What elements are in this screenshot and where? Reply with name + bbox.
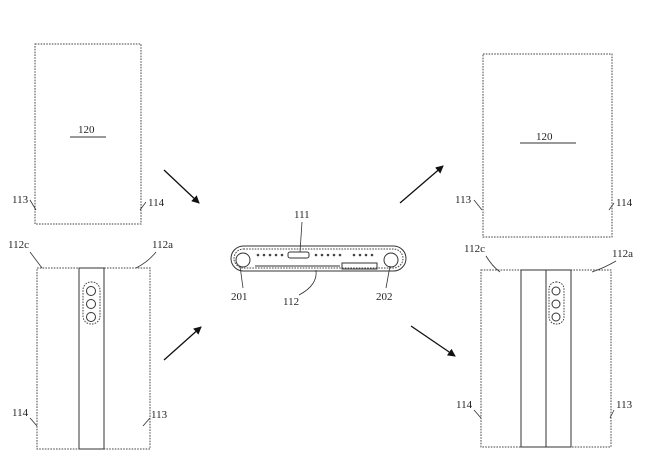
camera-lens-icon <box>86 286 96 296</box>
camera-module <box>82 281 101 325</box>
label-left-edge-right: 113 <box>455 194 472 206</box>
label-pivot-left: 201 <box>231 291 248 303</box>
right-screen-panel: 120 113 114 <box>455 53 633 238</box>
label-hinge: 111 <box>294 209 310 221</box>
label-housing-left: 112c <box>8 239 29 251</box>
arrow-up-right-icon <box>163 326 202 361</box>
arrow-down-right-icon <box>410 325 456 357</box>
label-left-back-edge-right: 114 <box>456 399 473 411</box>
label-left-back-edge: 114 <box>12 407 29 419</box>
label-left-edge: 113 <box>12 194 29 206</box>
left-back-strip <box>78 267 105 450</box>
camera-lens-icon <box>551 299 561 309</box>
left-screen-panel: 120 113 114 <box>12 43 165 225</box>
dot-row <box>256 253 374 257</box>
label-right-back-edge-right: 113 <box>616 399 633 411</box>
label-housing-right-right: 112a <box>612 248 633 260</box>
camera-lens-icon <box>86 299 96 309</box>
hinge-block <box>287 251 310 259</box>
label-right-edge: 114 <box>148 197 165 209</box>
camera-module <box>548 281 565 325</box>
label-pivot-right: 202 <box>376 291 393 303</box>
camera-lens-icon <box>551 312 561 322</box>
label-right-edge-right: 114 <box>616 197 633 209</box>
device-body <box>230 245 407 272</box>
bottom-block <box>341 262 378 270</box>
label-housing-left-right: 112c <box>464 243 485 255</box>
arrow-up-right-icon <box>399 165 444 204</box>
arrow-down-right-icon <box>163 169 200 204</box>
label-housing-right: 112a <box>152 239 173 251</box>
label-base: 112 <box>283 296 299 308</box>
right-back-panel: 112c 112a 114 113 <box>456 243 633 448</box>
camera-lens-icon <box>86 312 96 322</box>
left-back-panel: 112c 112a 114 113 <box>8 239 173 450</box>
pivot-right-icon <box>383 252 399 268</box>
label-screen: 120 <box>78 124 95 136</box>
label-screen-right: 120 <box>536 131 553 143</box>
label-right-back-edge: 113 <box>151 409 168 421</box>
camera-lens-icon <box>551 286 561 296</box>
center-cross-section: 111 201 112 202 <box>230 209 407 308</box>
pivot-left-icon <box>235 252 251 268</box>
